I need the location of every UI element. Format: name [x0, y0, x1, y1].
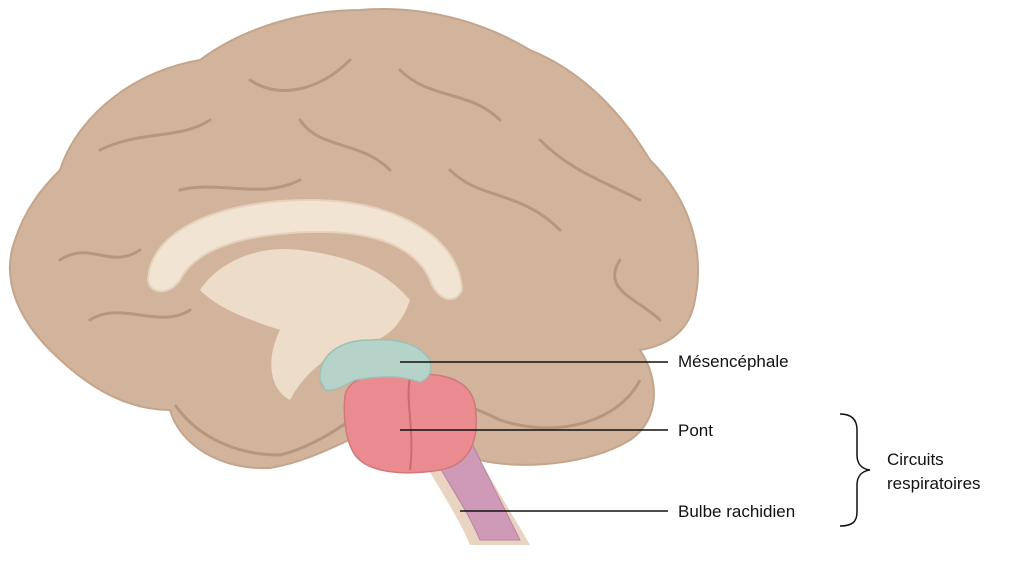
label-midbrain: Mésencéphale — [678, 352, 789, 371]
label-medulla: Bulbe rachidien — [678, 502, 796, 521]
label-group-line2: respiratoires — [887, 474, 981, 493]
midbrain — [319, 338, 432, 392]
leader-lines — [400, 361, 668, 512]
label-group-line1: Circuits — [887, 450, 944, 469]
label-pons: Pont — [678, 421, 713, 440]
corpus-callosum — [146, 198, 464, 400]
brace — [839, 413, 871, 527]
cerebrum — [8, 8, 699, 470]
pons — [343, 373, 477, 474]
